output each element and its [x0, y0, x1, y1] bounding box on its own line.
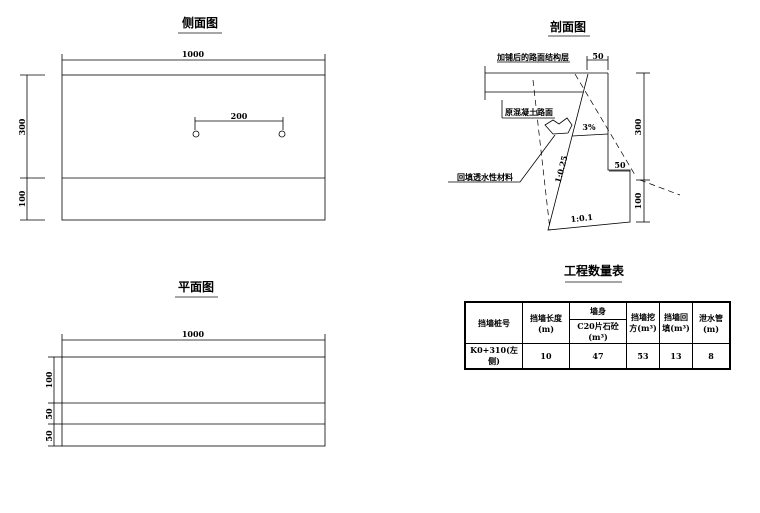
plan-view-title: 平面图	[178, 280, 214, 294]
cell-excavation: 53	[626, 343, 660, 370]
cell-length: 10	[522, 343, 570, 370]
side-view-title: 侧面图	[182, 15, 218, 30]
retaining-wall-outline	[547, 73, 631, 231]
drain-hole-icon	[192, 130, 200, 138]
dim-top: 50	[592, 51, 604, 61]
plan-view: 平面图 1000 100 50 50	[44, 280, 326, 447]
header-length: 挡墙长度(m)	[522, 301, 570, 344]
table-row: K0+310(左侧) 10 47 53 13 8	[464, 343, 731, 370]
quantity-table: 挡墙桩号 挡墙长度(m) 墙身 挡墙挖方(m³) 挡墙回填(m³) 泄水管(m)…	[464, 301, 731, 370]
side-dim-hole: 200	[231, 111, 248, 121]
label-pavement: 加铺后的路面结构层	[496, 52, 569, 62]
plan-dim-b: 50	[44, 408, 54, 420]
header-body: 墙身	[569, 301, 627, 320]
label-concrete: 原混凝土路面	[505, 107, 553, 117]
cell-body: 47	[569, 343, 627, 370]
header-drain: 泄水管(m)	[692, 301, 731, 344]
section-title: 剖面图	[550, 19, 586, 34]
side-dim-lower: 100	[17, 190, 27, 207]
dim-step: 50	[614, 160, 626, 170]
cell-drain: 8	[692, 343, 731, 370]
slope-base: 1:0.1	[570, 212, 593, 224]
section-dim-upper: 300	[633, 118, 643, 135]
section-view: 剖面图 加铺后的路面结构层 原混凝土路面 回填透水性材料 50 50 3% 1:…	[448, 19, 681, 231]
slope-back: 1:0.25	[553, 154, 570, 184]
side-dim-upper: 300	[17, 118, 27, 135]
plan-dim-total: 1000	[182, 329, 205, 339]
gravel-icon	[544, 117, 573, 135]
header-station: 挡墙桩号	[464, 301, 523, 344]
table-title: 工程数量表	[564, 263, 625, 278]
drain-hole-icon	[278, 130, 286, 138]
plan-dim-c: 50	[44, 430, 54, 442]
slope-pct: 3%	[582, 122, 596, 132]
header-body-sub: C20片石砼(m³)	[569, 319, 627, 344]
side-wall-outline	[61, 74, 326, 221]
side-dim-total: 1000	[182, 49, 205, 59]
plan-outline	[61, 356, 326, 447]
section-dim-lower: 100	[633, 192, 643, 209]
label-fill: 回填透水性材料	[457, 172, 513, 182]
plan-dim-a: 100	[44, 371, 54, 388]
header-backfill: 挡墙回填(m³)	[659, 301, 693, 344]
side-view: 侧面图 1000 200 300 100	[17, 15, 326, 221]
cell-backfill: 13	[659, 343, 693, 370]
cell-station: K0+310(左侧)	[464, 343, 523, 370]
header-excavation: 挡墙挖方(m³)	[626, 301, 660, 344]
